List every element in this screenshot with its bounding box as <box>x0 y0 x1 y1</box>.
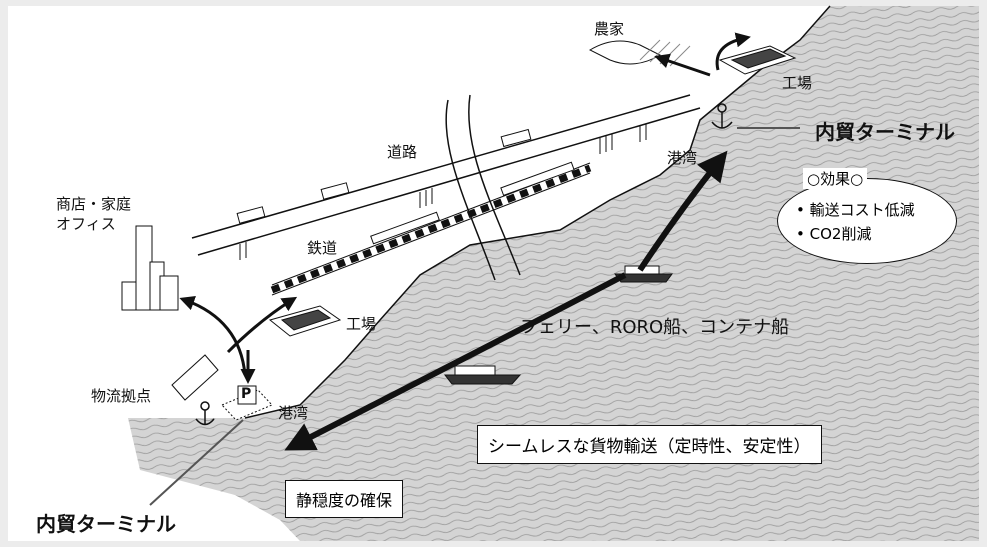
arrow-farm <box>654 53 711 77</box>
label-logistics-base: 物流拠点 <box>91 387 152 405</box>
road-pillars <box>239 124 647 260</box>
anchor-icon-right <box>711 103 733 129</box>
label-factory-mid: 工場 <box>346 315 377 333</box>
sea-area <box>128 6 979 541</box>
arrow-to-factory <box>226 296 298 354</box>
effect-item-cost-text: 輸送コスト低減 <box>809 201 915 219</box>
label-road: 道路 <box>387 143 418 161</box>
effect-title: ○効果○ <box>803 168 868 189</box>
effect-item-co2-text: CO2削減 <box>809 225 872 243</box>
effect-item-co2: • CO2削減 <box>796 225 872 243</box>
arrow-sea-upper <box>637 150 728 272</box>
effect-title-text: 効果 <box>820 170 851 188</box>
leader-line-left <box>149 419 244 506</box>
ship-lower <box>443 365 522 385</box>
truck-2 <box>320 182 350 200</box>
label-offices: オフィス <box>56 215 116 233</box>
river-edge-right <box>468 94 521 276</box>
label-port-bottom: 港湾 <box>278 404 309 422</box>
coastline <box>244 5 831 419</box>
label-railway: 鉄道 <box>307 239 338 257</box>
label-port-top: 港湾 <box>667 149 698 167</box>
buildings <box>121 225 179 311</box>
label-ships: フェリー、RORO船、コンテナ船 <box>520 317 790 338</box>
train-right <box>500 161 575 197</box>
effect-item-cost: • 輸送コスト低減 <box>796 201 915 219</box>
anchor-icon-left <box>195 401 215 426</box>
arrow-factory <box>715 32 751 71</box>
truck-1 <box>236 206 266 224</box>
calmness-box: 静穏度の確保 <box>285 480 404 518</box>
effect-list: • 輸送コスト低減 • CO2削減 <box>796 198 915 246</box>
label-farm: 農家 <box>594 20 625 38</box>
factory-mid <box>268 305 342 337</box>
seamless-transport-box: シームレスな貨物輸送（定時性、安定性） <box>477 425 822 464</box>
effect-ellipse <box>777 178 957 264</box>
arrow-sea-lower <box>284 272 627 451</box>
logistics-warehouse <box>171 354 219 401</box>
railway-track <box>270 164 592 294</box>
factory-top <box>718 45 797 75</box>
label-factory-top: 工場 <box>782 74 813 92</box>
label-domestic-terminal-left: 内貿ターミナル <box>36 512 176 536</box>
train-left <box>370 211 440 245</box>
road-edge-bottom <box>197 107 701 256</box>
road-edge-top <box>191 94 691 239</box>
truck-3 <box>500 128 532 148</box>
river-edge-left <box>445 99 496 281</box>
parking-icon: P <box>241 386 252 402</box>
parking-area <box>221 385 273 421</box>
arrow-to-shops <box>179 296 247 376</box>
label-shops: 商店・家庭 <box>56 195 132 213</box>
label-domestic-terminal-right: 内貿ターミナル <box>815 120 955 144</box>
